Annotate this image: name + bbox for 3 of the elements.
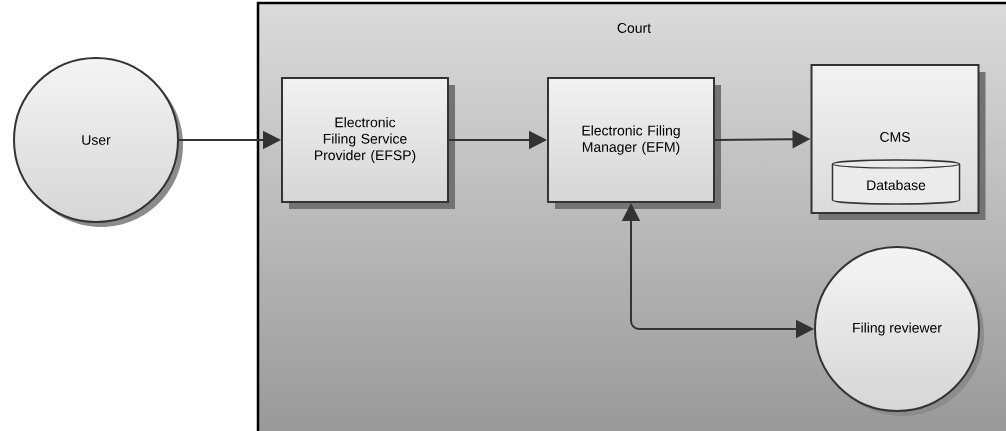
process-box: Electronic Filing Manager (EFM) (547, 77, 721, 209)
process-box: Electronic Filing Service Provider (EFSP) (281, 77, 455, 209)
database-cylinder: Database (831, 159, 961, 205)
